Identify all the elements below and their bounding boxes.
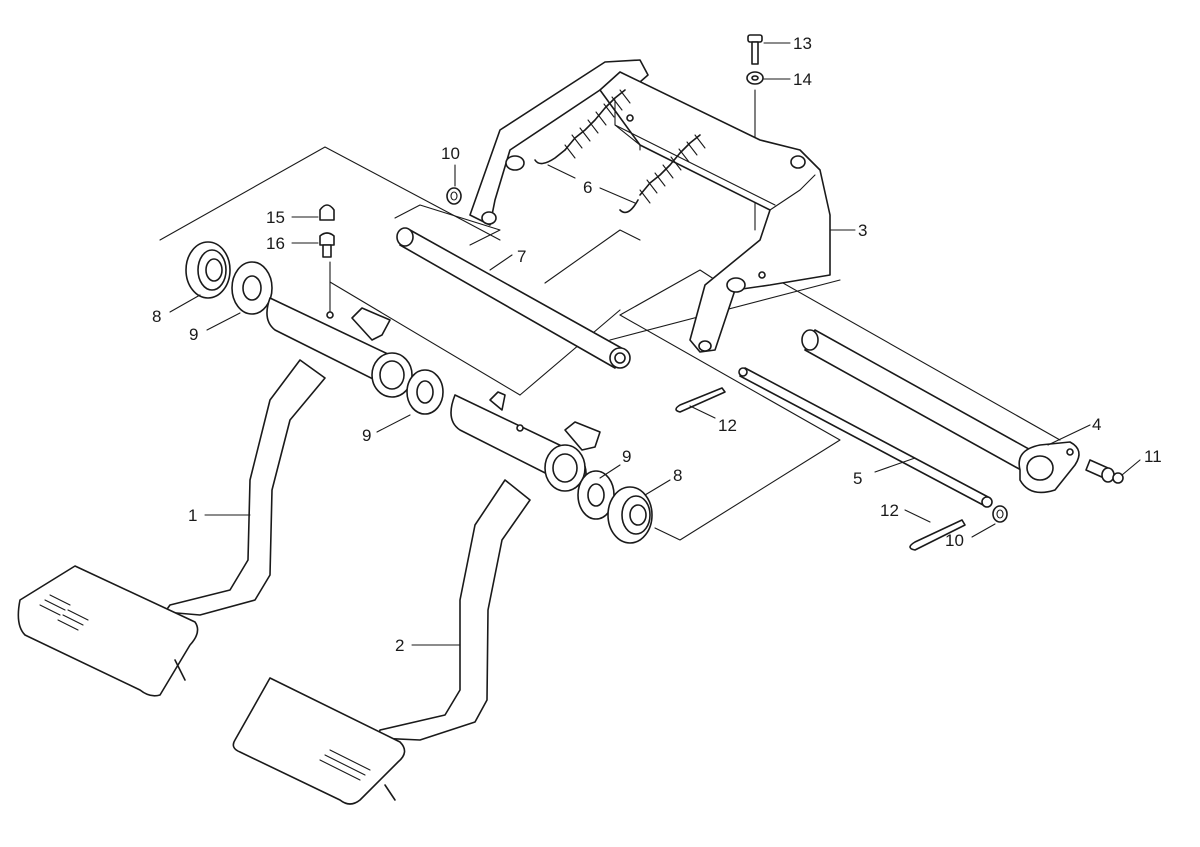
callout-leaders xyxy=(169,42,1141,646)
washers-10 xyxy=(446,187,1008,523)
springs xyxy=(534,89,706,214)
cap-and-fitting xyxy=(319,204,335,258)
callout-14: 14 xyxy=(793,70,812,89)
callout-9-middle: 9 xyxy=(362,426,371,445)
frame-bracket xyxy=(469,59,831,353)
middle-washer xyxy=(326,311,524,432)
bolt-11 xyxy=(1085,459,1124,484)
left-bearing xyxy=(185,241,273,315)
right-bearing xyxy=(577,470,653,544)
callout-12-bottom: 12 xyxy=(880,501,899,520)
pedal-1 xyxy=(17,297,413,697)
cotter-pins xyxy=(675,387,966,551)
callout-labels: 1 2 3 4 5 6 7 8 8 9 9 9 10 10 11 12 12 1… xyxy=(152,34,1162,655)
callout-6: 6 xyxy=(583,178,592,197)
callout-7: 7 xyxy=(517,247,526,266)
callout-8-left: 8 xyxy=(152,307,161,326)
tube-7 xyxy=(396,227,631,369)
callout-11: 11 xyxy=(1144,447,1162,466)
callout-10-top: 10 xyxy=(441,144,460,163)
rod-5 xyxy=(738,367,993,508)
callout-8-right: 8 xyxy=(673,466,682,485)
callout-5: 5 xyxy=(853,469,862,488)
callout-12-top: 12 xyxy=(718,416,737,435)
callout-15: 15 xyxy=(266,208,285,227)
callout-9-left: 9 xyxy=(189,325,198,344)
callout-1: 1 xyxy=(188,506,197,525)
callout-4: 4 xyxy=(1092,415,1101,434)
bolt-and-nut xyxy=(746,34,764,85)
callout-2: 2 xyxy=(395,636,404,655)
callout-3: 3 xyxy=(858,221,867,240)
tube-4 xyxy=(801,329,1080,494)
callout-13: 13 xyxy=(793,34,812,53)
pedal-2 xyxy=(232,391,601,805)
callout-9-right: 9 xyxy=(622,447,631,466)
callout-10-bottom: 10 xyxy=(945,531,964,550)
callout-16: 16 xyxy=(266,234,285,253)
